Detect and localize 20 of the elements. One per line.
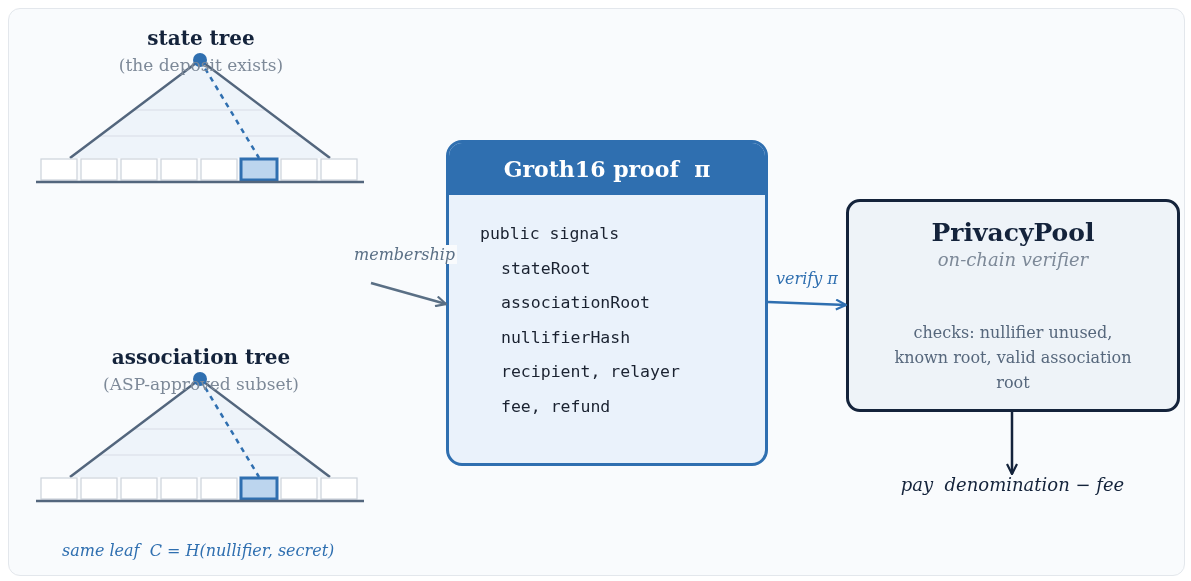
edge-label: verify π xyxy=(774,269,840,288)
signal-name: nullifierHash xyxy=(500,326,632,349)
card-title: Groth16 proof π xyxy=(449,143,765,195)
payout-text: pay denomination − fee xyxy=(880,474,1145,500)
box-title: PrivacyPool xyxy=(930,218,1096,247)
arrow xyxy=(767,298,848,311)
note-text: same leaf C = H(nullifier, secret) xyxy=(62,541,335,560)
verifier-box xyxy=(846,199,1180,412)
box-description: checks: nullifier unused, known root, valid association root xyxy=(893,322,1133,394)
box-subtitle: on-chain verifier xyxy=(936,249,1090,270)
arrow xyxy=(1005,412,1019,476)
signal-name: associationRoot xyxy=(500,292,651,314)
arrow xyxy=(370,281,448,308)
signal-name: fee, refund xyxy=(500,395,612,418)
tree-title: state tree xyxy=(146,26,256,50)
tree-title: association tree xyxy=(110,345,292,369)
signal-name: stateRoot xyxy=(500,257,592,280)
edge-label: membership xyxy=(352,245,458,264)
section-heading: public signals xyxy=(480,223,621,245)
signal-name: recipient, relayer xyxy=(500,361,681,383)
